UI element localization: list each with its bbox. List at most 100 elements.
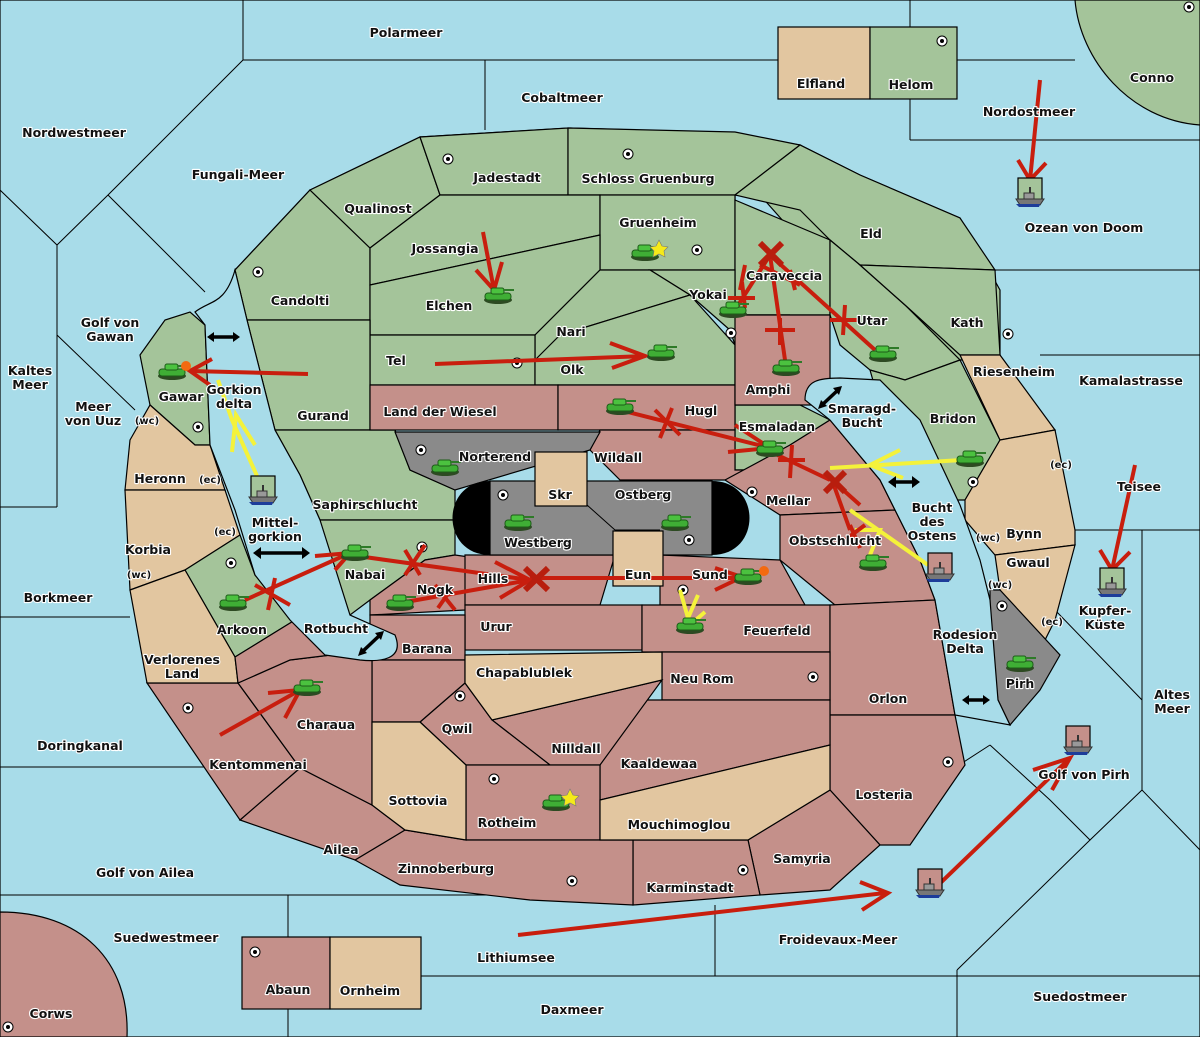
ostens-channel[interactable]	[804, 377, 1012, 726]
label-golf-gawan-2: Gawan	[86, 329, 134, 344]
bounce-mark	[765, 318, 795, 345]
label-rotheim: Rotheim	[478, 815, 537, 830]
move-arrow	[517, 891, 886, 937]
label-westberg: Westberg	[504, 535, 572, 550]
bounce-mark	[830, 304, 858, 336]
label-kaltes-1: Kaltes	[8, 363, 52, 378]
province-ornheim[interactable]	[329, 936, 422, 1010]
support-arrow	[216, 379, 259, 477]
supply-center-icon	[996, 600, 1008, 612]
destroyed-mark	[822, 469, 848, 495]
label-norterend: Norterend	[459, 449, 531, 464]
label-korbia: Korbia	[125, 542, 171, 557]
coast-label: (wc)	[976, 533, 1000, 544]
supply-center-icon	[225, 557, 237, 569]
label-losteria: Losteria	[855, 787, 912, 802]
province-corws[interactable]	[0, 911, 128, 1037]
supply-center-icon	[725, 327, 737, 339]
label-altes-2: Meer	[1154, 701, 1190, 716]
label-lithiumsee: Lithiumsee	[477, 950, 555, 965]
label-bucht-1: Bucht	[912, 500, 953, 515]
supply-center-icon	[192, 421, 204, 433]
label-gawar: Gawar	[159, 389, 205, 404]
province-gwaul[interactable]	[994, 544, 1076, 652]
bounce-mark	[843, 523, 867, 549]
move-arrow	[768, 253, 877, 352]
move-arrow	[1028, 79, 1042, 181]
bounce-mark	[778, 444, 805, 479]
label-borkmeer: Borkmeer	[24, 590, 94, 605]
label-gwaul: Gwaul	[1006, 555, 1049, 570]
label-qualinost: Qualinost	[344, 201, 411, 216]
label-samyria: Samyria	[773, 851, 831, 866]
label-kaaldewaa: Kaaldewaa	[621, 756, 698, 771]
province-gruenheim[interactable]	[599, 194, 736, 271]
province-land-der-wiesel[interactable]	[369, 384, 559, 431]
label-kamala: Kamalastrasse	[1079, 373, 1183, 388]
supply-center-icon	[442, 153, 454, 165]
label-chapa: Chapablublek	[476, 665, 573, 680]
gorkion-channel[interactable]	[194, 267, 398, 662]
labels: Polarmeer Cobaltmeer Nordwestmeer Fungal…	[7, 24, 1192, 1022]
province-skr[interactable]	[534, 451, 588, 507]
label-wildall: Wildall	[594, 450, 642, 465]
bounce-mark	[433, 583, 457, 612]
bounce-mark	[403, 543, 427, 577]
province-elfland[interactable]	[777, 26, 871, 100]
province-bynn[interactable]	[964, 429, 1076, 556]
province-sottovia[interactable]	[371, 721, 467, 841]
province-rotheim[interactable]	[465, 764, 601, 841]
label-fungali: Fungali-Meer	[192, 167, 285, 182]
label-ornheim: Ornheim	[340, 983, 400, 998]
supply-center-icon	[807, 671, 819, 683]
label-amphi: Amphi	[746, 382, 791, 397]
label-bucht-3: Ostens	[908, 528, 957, 543]
label-abaun: Abaun	[266, 982, 311, 997]
fortress-west	[452, 481, 490, 555]
label-gurand: Gurand	[297, 408, 349, 423]
province-mouchimoglou[interactable]	[599, 744, 831, 841]
label-pirh: Pirh	[1006, 676, 1035, 691]
label-doringkanal: Doringkanal	[37, 738, 123, 753]
label-heronn: Heronn	[134, 471, 186, 486]
support-arrow	[829, 458, 963, 470]
label-caraveccia: Caraveccia	[746, 268, 822, 283]
label-gorkion-2: delta	[216, 396, 252, 411]
coast-label: (ec)	[214, 527, 236, 538]
label-charaua: Charaua	[297, 717, 355, 732]
label-wiesel: Land der Wiesel	[383, 404, 496, 419]
label-froidevaux: Froidevaux-Meer	[779, 932, 898, 947]
label-nabai: Nabai	[345, 567, 386, 582]
label-elfland: Elfland	[797, 76, 845, 91]
fortress-east	[712, 481, 750, 555]
move-arrow	[434, 354, 646, 366]
move-arrow	[619, 408, 771, 450]
label-ostberg: Ostberg	[615, 487, 672, 502]
label-mittel-1: Mittel-	[252, 515, 299, 530]
label-mittel-2: gorkion	[248, 529, 302, 544]
label-helom: Helom	[889, 77, 934, 92]
label-suedostmeer: Suedostmeer	[1033, 989, 1127, 1004]
supply-center-icon	[454, 690, 466, 702]
destroyed-mark	[522, 565, 551, 593]
province-conno[interactable]	[1074, 0, 1200, 126]
label-rodesion-2: Delta	[946, 641, 984, 656]
label-zinnoberburg: Zinnoberburg	[398, 861, 494, 876]
support-arrow	[848, 508, 930, 567]
label-cobaltmeer: Cobaltmeer	[521, 90, 603, 105]
label-skr: Skr	[548, 487, 572, 502]
label-nari: Nari	[556, 324, 585, 339]
label-ozean: Ozean von Doom	[1025, 220, 1144, 235]
supply-center-icon	[622, 148, 634, 160]
province-chapablublek[interactable]	[464, 651, 663, 721]
star-icon	[649, 239, 669, 258]
label-kentommenai: Kentommenai	[209, 757, 307, 772]
label-bucht-2: des	[920, 514, 945, 529]
label-uuz-1: Meer	[75, 399, 111, 414]
coast-label: (wc)	[127, 570, 151, 581]
explosion-icon	[759, 566, 769, 576]
label-jadestadt: Jadestadt	[472, 170, 540, 185]
label-bynn: Bynn	[1006, 526, 1041, 541]
